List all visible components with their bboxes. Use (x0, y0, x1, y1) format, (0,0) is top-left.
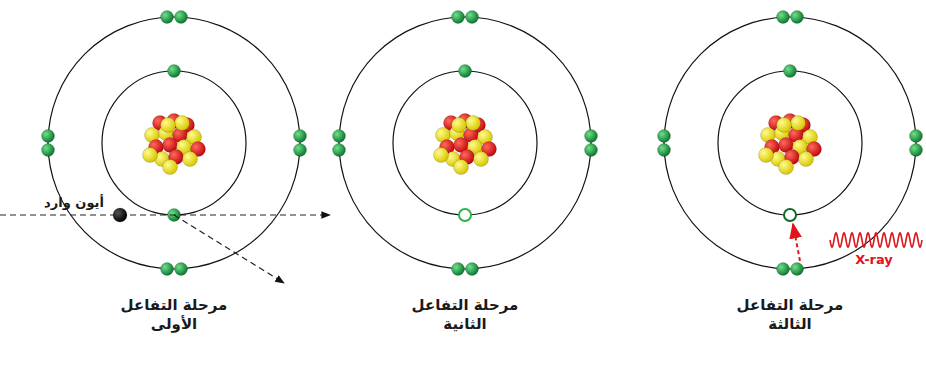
electron (459, 65, 472, 78)
nucleon (791, 116, 806, 131)
electron (585, 130, 598, 143)
nucleon (466, 116, 481, 131)
inner-shell (718, 71, 862, 215)
ion-label: أيون وارد (19, 195, 129, 211)
nucleon (779, 160, 794, 175)
nucleon (143, 148, 158, 163)
electron (658, 144, 671, 157)
electron (466, 11, 479, 24)
electron (791, 11, 804, 24)
stage-caption: مرحلة التفاعل الثالثة (728, 296, 853, 334)
nucleon (799, 152, 814, 167)
electron (175, 263, 188, 276)
nucleon (474, 152, 489, 167)
electron (658, 130, 671, 143)
atom (333, 11, 598, 276)
electron (333, 144, 346, 157)
electron (42, 130, 55, 143)
atom (658, 11, 923, 276)
nucleon (434, 148, 449, 163)
transition-arrow (793, 224, 800, 261)
xray-label: X-ray (839, 252, 909, 268)
ion-path (0, 214, 330, 215)
outer-shell (339, 17, 591, 269)
electron (452, 11, 465, 24)
atom (42, 11, 307, 276)
electron (333, 130, 346, 143)
electron (294, 130, 307, 143)
outer-shell (664, 17, 916, 269)
electron-hole (784, 209, 796, 221)
electron (168, 65, 181, 78)
inner-shell (393, 71, 537, 215)
outer-shell (48, 17, 300, 269)
nucleon (759, 148, 774, 163)
incoming-ion (113, 208, 127, 222)
nucleon (777, 118, 792, 133)
xray-wave (830, 233, 922, 247)
electron (791, 263, 804, 276)
inner-shell (102, 71, 246, 215)
ejected-electron-path (174, 215, 284, 283)
nucleon (183, 152, 198, 167)
nucleon (163, 160, 178, 175)
stage-caption: مرحلة التفاعل الأولى (112, 296, 237, 334)
nucleon (454, 160, 469, 175)
electron (294, 144, 307, 157)
stage-caption: مرحلة التفاعل الثانية (403, 296, 528, 334)
nucleon (452, 118, 467, 133)
nucleon (161, 118, 176, 133)
electron (452, 263, 465, 276)
electron (585, 144, 598, 157)
electron (910, 130, 923, 143)
electron (42, 144, 55, 157)
electron (784, 65, 797, 78)
electron (777, 11, 790, 24)
electron (175, 11, 188, 24)
electron (161, 263, 174, 276)
electron (777, 263, 790, 276)
electron (466, 263, 479, 276)
electron (910, 144, 923, 157)
electron (161, 11, 174, 24)
electron-hole (459, 209, 471, 221)
nucleon (175, 116, 190, 131)
